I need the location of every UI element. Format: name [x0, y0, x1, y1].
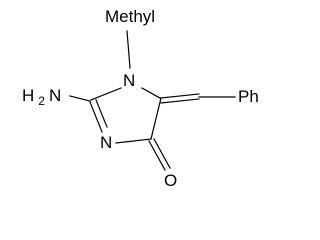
bond-c4-c5 — [150, 97, 162, 140]
bond-n1-c2 — [90, 87, 122, 101]
bonds — [69, 30, 236, 171]
bond-c2-n3-b — [95, 99, 108, 128]
atom-labels: Methyl N H 2 N N O Ph — [22, 7, 259, 190]
label-methyl: Methyl — [105, 7, 155, 26]
label-n1: N — [123, 71, 135, 90]
bond-c2-n3-a — [89, 101, 103, 133]
chemical-structure: Methyl N H 2 N N O Ph — [22, 7, 259, 190]
bond-c5-ch-a — [160, 93, 200, 99]
label-nh2-sub: 2 — [38, 94, 45, 108]
bond-c4-o-a — [148, 140, 166, 171]
label-phenyl: Ph — [238, 87, 259, 106]
bond-methyl-n1 — [126, 30, 131, 69]
bond-c5-ch-b — [160, 98, 200, 104]
bond-c4-o-b — [153, 138, 171, 169]
bond-n3-c4 — [115, 138, 152, 144]
label-oxygen: O — [164, 171, 177, 190]
label-nh2-h: H — [22, 86, 34, 105]
label-n3: N — [100, 133, 112, 152]
label-nh2: H 2 N — [22, 86, 61, 109]
bond-n1-c5 — [141, 87, 161, 99]
label-nh2-n: N — [49, 86, 61, 105]
bond-c2-nh2 — [69, 95, 91, 102]
